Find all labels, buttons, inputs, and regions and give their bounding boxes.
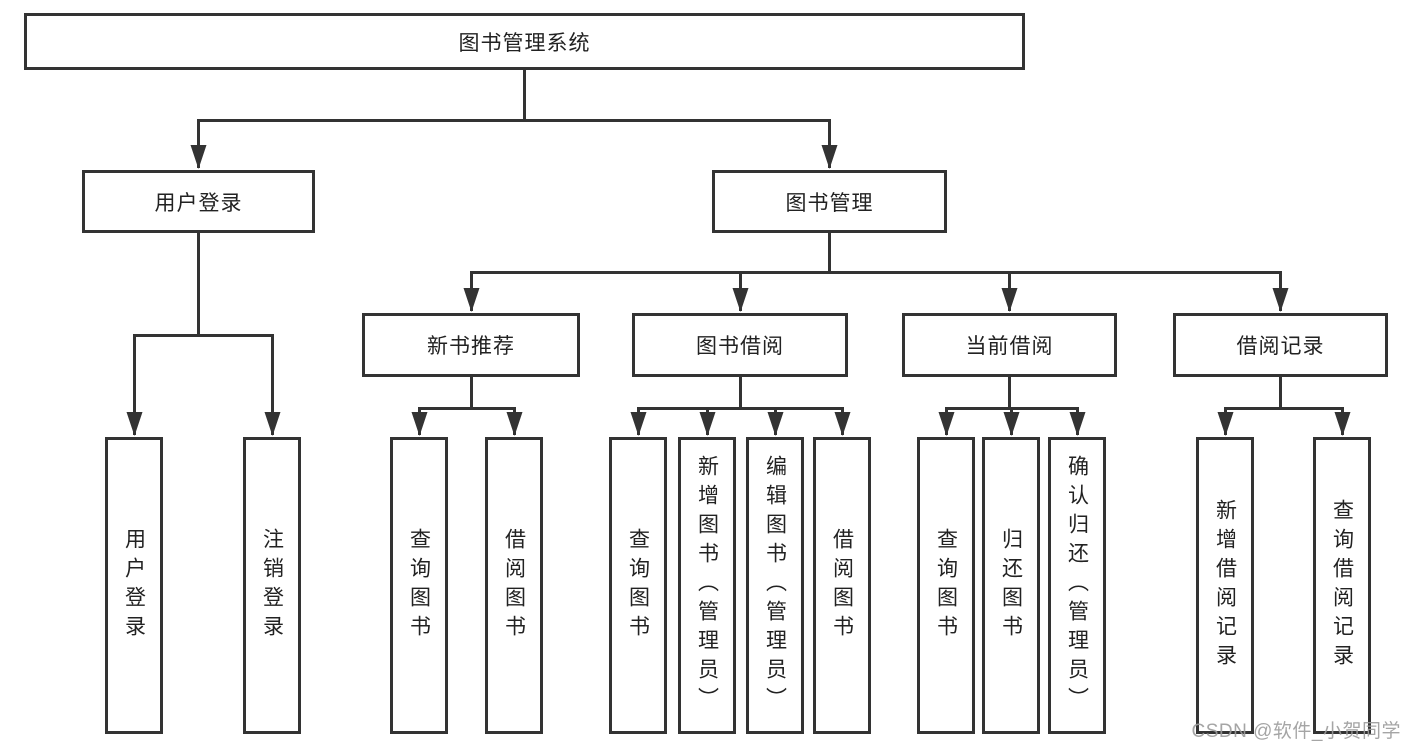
leaf-label: 编辑图书（管理员） <box>763 455 787 716</box>
leaf-label: 查询图书 <box>934 527 958 644</box>
leaf-label: 借阅图书 <box>830 527 854 644</box>
node-leaf-query-books-borrow: 查询图书 <box>609 437 667 734</box>
node-leaf-query-borrow-record: 查询借阅记录 <box>1313 437 1371 734</box>
leaf-label: 借阅图书 <box>502 527 526 644</box>
node-borrow-records: 借阅记录 <box>1173 313 1388 377</box>
node-leaf-confirm-return-admin: 确认归还（管理员） <box>1048 437 1106 734</box>
leaf-label: 查询图书 <box>407 527 431 644</box>
leaf-label: 用户登录 <box>122 527 146 644</box>
leaf-label: 查询借阅记录 <box>1330 498 1354 673</box>
node-leaf-edit-book-admin: 编辑图书（管理员） <box>746 437 804 734</box>
csdn-watermark: CSDN @软件_小贺同学 <box>1191 721 1401 742</box>
node-new-book-recommend: 新书推荐 <box>362 313 580 377</box>
leaf-label: 注销登录 <box>260 527 284 644</box>
node-leaf-query-books-current: 查询图书 <box>917 437 975 734</box>
leaf-label: 新增图书（管理员） <box>695 455 719 716</box>
node-leaf-query-books-recommend: 查询图书 <box>390 437 448 734</box>
node-leaf-borrow-books-recommend: 借阅图书 <box>485 437 543 734</box>
leaf-label: 归还图书 <box>999 527 1023 644</box>
node-leaf-add-borrow-record: 新增借阅记录 <box>1196 437 1254 734</box>
leaf-label: 新增借阅记录 <box>1213 498 1237 673</box>
node-leaf-user-login: 用户登录 <box>105 437 163 734</box>
node-book-borrow: 图书借阅 <box>632 313 848 377</box>
node-library-system: 图书管理系统 <box>24 13 1025 70</box>
node-leaf-add-book-admin: 新增图书（管理员） <box>678 437 736 734</box>
node-leaf-logout: 注销登录 <box>243 437 301 734</box>
node-current-borrow: 当前借阅 <box>902 313 1117 377</box>
node-leaf-return-book: 归还图书 <box>982 437 1040 734</box>
node-leaf-borrow-books: 借阅图书 <box>813 437 871 734</box>
node-book-management: 图书管理 <box>712 170 947 233</box>
leaf-label: 确认归还（管理员） <box>1065 455 1089 716</box>
node-user-login: 用户登录 <box>82 170 315 233</box>
leaf-label: 查询图书 <box>626 527 650 644</box>
